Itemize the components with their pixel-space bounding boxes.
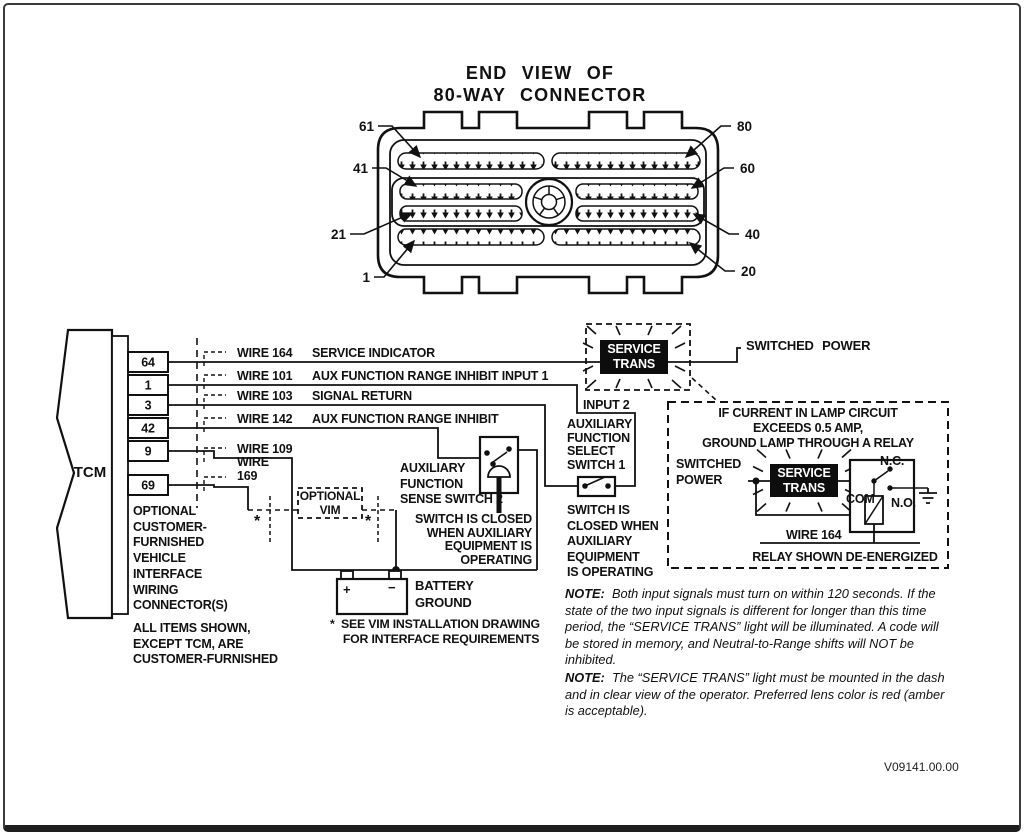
connector-pin-rows [397, 152, 701, 246]
relay-caption: RELAY SHOWN DE-ENERGIZED [752, 550, 938, 564]
pin-label-61: 61 [359, 119, 375, 134]
wire-142-line [230, 427, 480, 459]
connector-pin-leaders [350, 125, 739, 278]
tcm-label: TCM [74, 464, 107, 481]
battery-plus-sign: + [343, 582, 351, 597]
vim-block [248, 487, 396, 542]
doc-number: V09141.00.00 [884, 760, 959, 774]
vim-right-line [394, 510, 397, 572]
wire-103-desc: SIGNAL RETURN [312, 389, 412, 403]
wire-109-name: WIRE 109 [237, 442, 293, 456]
select-switch-note: SWITCH IS CLOSED WHEN AUXILIARY EQUIPMEN… [567, 503, 659, 579]
pin-label-80: 80 [737, 119, 752, 134]
input2-label: INPUT 2 [583, 398, 630, 412]
relay-no-label: N.O. [891, 496, 916, 510]
wire-101-desc: AUX FUNCTION RANGE INHIBIT INPUT 1 [312, 369, 549, 383]
note-1-label: NOTE: [565, 586, 605, 601]
tcm-block [55, 328, 169, 620]
note-2-text: The “SERVICE TRANS” light must be mounte… [565, 670, 945, 718]
pin-label-60: 60 [740, 161, 755, 176]
wire-164-desc: SERVICE INDICATOR [312, 346, 435, 360]
note-1: NOTE: Both input signals must turn on wi… [565, 586, 955, 669]
note-2: NOTE: The “SERVICE TRANS” light must be … [565, 670, 955, 720]
service-trans-lamp-top [582, 323, 717, 401]
page-title: END VIEW OF 80-WAY CONNECTOR [433, 63, 647, 105]
pin-label-20: 20 [741, 264, 756, 279]
relay-com-label: COM [846, 492, 875, 506]
wire-103-name: WIRE 103 [237, 389, 293, 403]
select-switch-label: AUXILIARY FUNCTION SELECT SWITCH 1 [567, 417, 633, 472]
tcm-optional-connector-label: OPTIONAL CUSTOMER- FURNISHED VEHICLE INT… [133, 504, 228, 613]
wire-142-name: WIRE 142 [237, 412, 293, 426]
relay-nc-label: N.C. [880, 454, 904, 468]
optional-vim-label: OPTIONAL VIM [299, 489, 361, 517]
wire-169-name: WIRE 169 [237, 455, 269, 483]
tcm-all-items-label: ALL ITEMS SHOWN, EXCEPT TCM, ARE CUSTOME… [133, 621, 278, 667]
wire-103-line [230, 404, 578, 487]
switched-power-label: SWITCHED POWER [746, 338, 871, 353]
sense-switch-symbol [478, 435, 520, 513]
select-switch-symbol [576, 475, 617, 498]
vim-asterisk-left: * [254, 513, 261, 530]
connector-center-screw [524, 177, 574, 227]
wire-101-name: WIRE 101 [237, 369, 293, 383]
service-trans-lamp-relay-text: SERVICE TRANS [770, 464, 838, 497]
wire-142-desc: AUX FUNCTION RANGE INHIBIT [312, 412, 499, 426]
pin-label-1: 1 [362, 270, 370, 285]
tcm-pin-69: 69 [141, 479, 155, 493]
tcm-pin-1: 1 [145, 379, 152, 393]
battery-ground-label: BATTERY GROUND [415, 578, 474, 610]
relay-detail-box [667, 401, 949, 569]
relay-switched-power-label: SWITCHED POWER [676, 457, 742, 487]
wire-109-line [230, 457, 537, 571]
vim-footnote: * SEE VIM INSTALLATION DRAWING FOR INTER… [330, 617, 540, 646]
relay-coil [760, 483, 920, 544]
relay-contacts [871, 466, 928, 491]
pin-label-21: 21 [331, 227, 347, 242]
note-2-label: NOTE: [565, 670, 605, 685]
wire-164-name: WIRE 164 [237, 346, 293, 360]
relay-detail-title: IF CURRENT IN LAMP CIRCUIT EXCEEDS 0.5 A… [702, 406, 914, 450]
tcm-pin-stubs [168, 361, 230, 488]
sense-switch-label: AUXILIARY FUNCTION SENSE SWITCH 2 [400, 461, 503, 506]
connector-end-view [350, 110, 739, 295]
tcm-pin-3: 3 [145, 399, 152, 413]
battery-symbol [335, 570, 409, 616]
wire-164-line [230, 347, 741, 363]
tcm-pin-64: 64 [141, 356, 155, 370]
relay-wire-164-label: WIRE 164 [786, 528, 842, 542]
pin-label-41: 41 [353, 161, 369, 176]
battery-minus-sign: − [388, 580, 396, 595]
ground-symbol [919, 488, 937, 504]
wire-lines [168, 347, 741, 574]
interface-connector-symbol [196, 338, 226, 508]
tcm-pin-9: 9 [145, 445, 152, 459]
tcm-pin-42: 42 [141, 422, 155, 436]
wire-169-line [230, 486, 249, 510]
vim-asterisk-right: * [365, 513, 372, 530]
wire-101-line [230, 384, 636, 487]
sense-switch-note: SWITCH IS CLOSED WHEN AUXILIARY EQUIPMEN… [415, 512, 532, 567]
note-1-text: Both input signals must turn on within 1… [565, 586, 939, 667]
sense-switch-return-line [511, 449, 538, 570]
pin-label-40: 40 [745, 227, 760, 242]
service-trans-lamp-top-text: SERVICE TRANS [600, 340, 668, 374]
